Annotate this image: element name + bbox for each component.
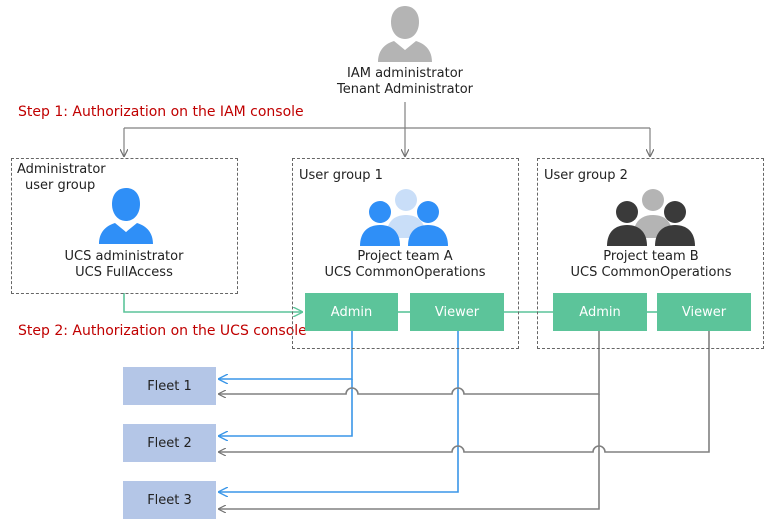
admin-member-name: UCS administrator — [64, 249, 184, 264]
group1-member-policy: UCS CommonOperations — [324, 265, 486, 280]
iam-authorization-arrows — [124, 102, 650, 156]
group2-member-name: Project team B — [603, 249, 699, 264]
user-group-2 — [537, 158, 764, 349]
group1-fleet-links — [219, 331, 459, 492]
fleet-3[interactable]: Fleet 3 — [123, 481, 216, 519]
step2-label: Step 2: Authorization on the UCS console — [18, 323, 307, 339]
user-group-icon — [360, 189, 448, 246]
user-group-1 — [292, 158, 519, 349]
group1-title: User group 1 — [299, 168, 383, 183]
group2-viewer-role[interactable]: Viewer — [657, 293, 751, 331]
admin-group-title: Administrator — [17, 162, 106, 177]
user-icon — [99, 188, 153, 244]
group2-fleet-links — [219, 331, 710, 509]
user-icon — [378, 6, 432, 62]
user-group-icon — [607, 189, 695, 246]
administrator-user-group — [11, 158, 238, 294]
iam-admin-role: Tenant Administrator — [336, 82, 474, 97]
group1-admin-role[interactable]: Admin — [305, 293, 398, 331]
group2-title: User group 2 — [544, 168, 628, 183]
group2-admin-role[interactable]: Admin — [553, 293, 647, 331]
group1-member-name: Project team A — [357, 249, 453, 264]
step1-label: Step 1: Authorization on the IAM console — [18, 104, 304, 120]
ucs-authorization-arrow — [123, 293, 657, 312]
iam-admin-title: IAM administrator — [347, 66, 463, 81]
group2-member-policy: UCS CommonOperations — [570, 265, 732, 280]
admin-member-policy: UCS FullAccess — [75, 265, 173, 280]
group1-viewer-role[interactable]: Viewer — [410, 293, 504, 331]
fleet-2[interactable]: Fleet 2 — [123, 424, 216, 462]
admin-group-subtitle: user group — [25, 178, 96, 193]
fleet-1[interactable]: Fleet 1 — [123, 367, 216, 405]
